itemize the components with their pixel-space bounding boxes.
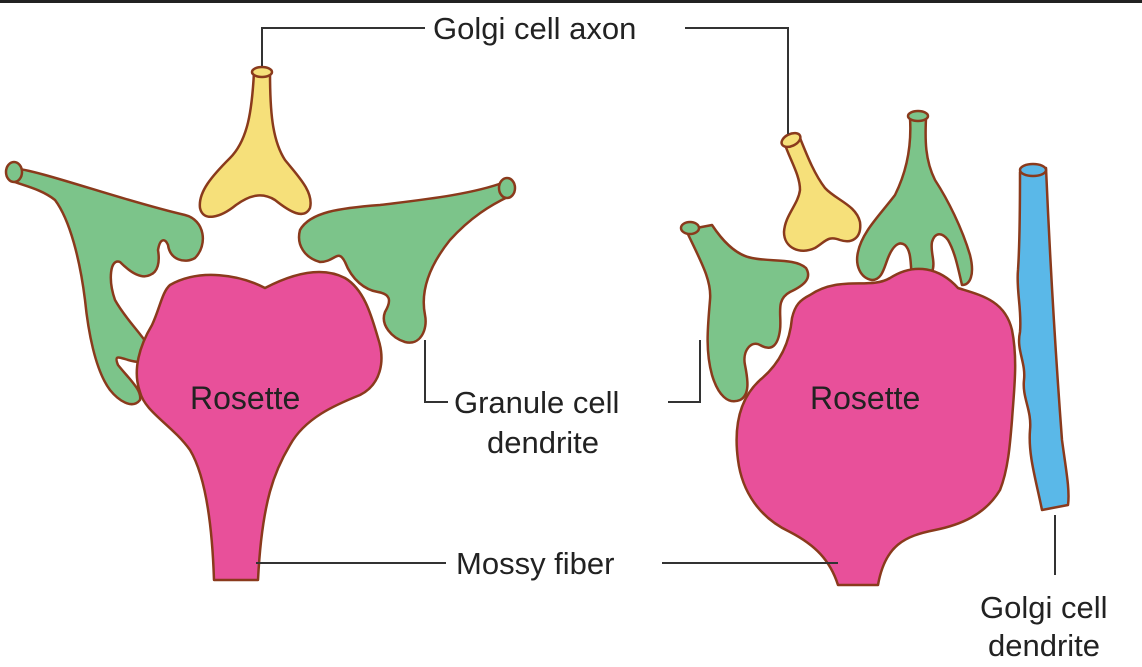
- left-glomerulus: [4, 65, 517, 582]
- label-granule-cell-line2: dendrite: [487, 425, 599, 460]
- granule-dendrite-left-b: [297, 180, 514, 344]
- golgi-axon-right: [782, 136, 862, 252]
- granule-dendrite-left-a: [8, 166, 205, 406]
- golgi-dendrite-right: [1016, 166, 1070, 512]
- golgi-axon-left: [198, 70, 312, 218]
- leader-golgi-axon-right: [685, 27, 789, 134]
- golgi-dendrite-tip: [1018, 162, 1048, 178]
- leader-granule-right: [668, 340, 701, 403]
- granule-dendrite-right-top: [855, 116, 974, 287]
- golgi-axon-tip-right: [780, 131, 802, 149]
- golgi-axon-tip-left: [250, 65, 274, 79]
- label-golgi-dendrite-line2: dendrite: [988, 628, 1100, 663]
- granule-dendrite-right-left: [684, 223, 810, 403]
- leader-golgi-axon-left: [261, 27, 425, 66]
- dendrite-tip-left-b: [497, 176, 517, 200]
- label-granule-cell-line1: Granule cell: [454, 385, 619, 420]
- label-rosette-left: Rosette: [190, 380, 300, 416]
- dendrite-tip-right-left: [679, 220, 701, 236]
- label-rosette-right: Rosette: [810, 380, 920, 416]
- label-mossy-fiber: Mossy fiber: [456, 546, 614, 581]
- rosette-left: [135, 270, 383, 582]
- leader-lines: [256, 27, 1056, 575]
- label-golgi-dendrite-line1: Golgi cell: [980, 590, 1108, 625]
- dendrite-tip-right-top: [906, 109, 930, 123]
- dendrite-tip-left-a: [4, 160, 24, 184]
- leader-granule-left: [424, 340, 448, 403]
- label-golgi-cell-axon: Golgi cell axon: [433, 11, 636, 46]
- rosette-right: [735, 267, 1017, 587]
- right-glomerulus: [679, 109, 1070, 587]
